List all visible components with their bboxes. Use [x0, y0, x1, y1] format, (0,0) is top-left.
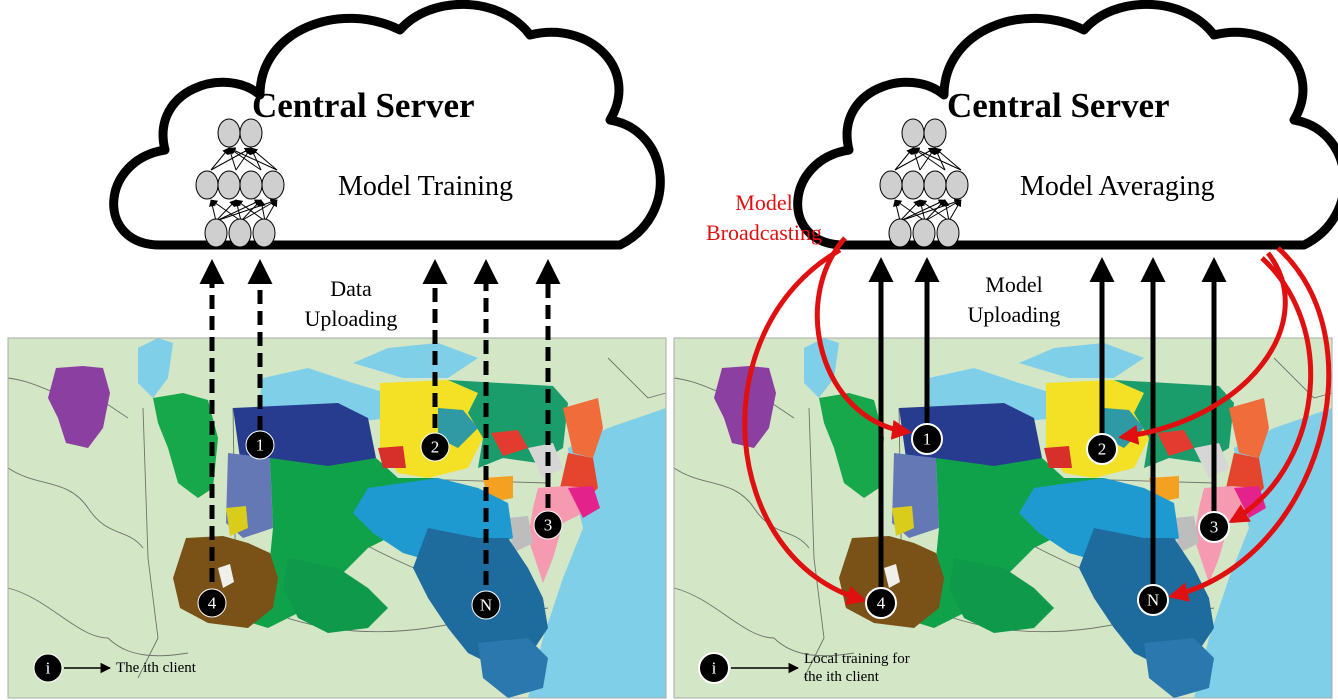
broadcast-arrow-client-1 — [814, 236, 912, 440]
client-marker-3: 3 — [533, 510, 563, 540]
right-map — [673, 337, 1333, 699]
right-panel: 1 2 3 4 N i — [673, 4, 1338, 699]
client-marker-1: 1 — [245, 430, 275, 460]
client-marker-3: 3 — [1198, 511, 1230, 543]
client-marker-4: 4 — [865, 587, 897, 619]
right-server-title: Central Server — [947, 86, 1170, 125]
left-client-markers: 1 2 3 4 N — [197, 430, 563, 620]
client-label: 4 — [877, 594, 886, 613]
client-label: 2 — [1098, 440, 1107, 459]
client-marker-n: N — [471, 590, 501, 620]
left-upload-label: Data Uploading — [304, 276, 398, 331]
client-label: 2 — [431, 438, 440, 457]
right-broadcast-label: Model Broadcasting — [705, 190, 823, 245]
broadcast-arrow-client-3 — [1228, 256, 1314, 524]
left-legend: i — [33, 653, 112, 683]
legend-marker: i — [712, 659, 717, 678]
client-marker-2: 2 — [420, 432, 450, 462]
broadcast-arrow-client-4 — [742, 247, 867, 606]
client-label: 3 — [544, 516, 553, 535]
left-server-task: Model Training — [338, 171, 514, 202]
client-label: N — [480, 596, 492, 615]
left-legend-text: The ith client — [116, 660, 196, 676]
left-map — [7, 337, 667, 699]
client-marker-4: 4 — [197, 588, 227, 618]
client-marker-2: 2 — [1086, 433, 1118, 465]
right-server-task: Model Averaging — [1020, 171, 1215, 202]
right-legend-text: Local training for the ith client — [804, 651, 910, 685]
right-client-markers: 1 2 3 4 N — [865, 423, 1230, 619]
broadcast-arrow-client-n — [1168, 246, 1332, 602]
left-panel: 1 2 3 4 N i — [7, 4, 667, 699]
client-label: 4 — [208, 594, 217, 613]
right-model-broadcast-arrows — [742, 236, 1332, 606]
client-label: 1 — [256, 436, 265, 455]
right-legend: i — [698, 652, 800, 684]
left-data-upload-arrows — [199, 259, 561, 585]
right-upload-label: Model Uploading — [967, 272, 1061, 327]
client-marker-n: N — [1137, 584, 1169, 616]
client-label: 3 — [1210, 518, 1219, 537]
client-label: 1 — [923, 430, 932, 449]
client-marker-1: 1 — [911, 423, 943, 455]
client-label: N — [1147, 591, 1159, 610]
legend-marker: i — [46, 659, 51, 678]
left-server-title: Central Server — [252, 86, 475, 125]
